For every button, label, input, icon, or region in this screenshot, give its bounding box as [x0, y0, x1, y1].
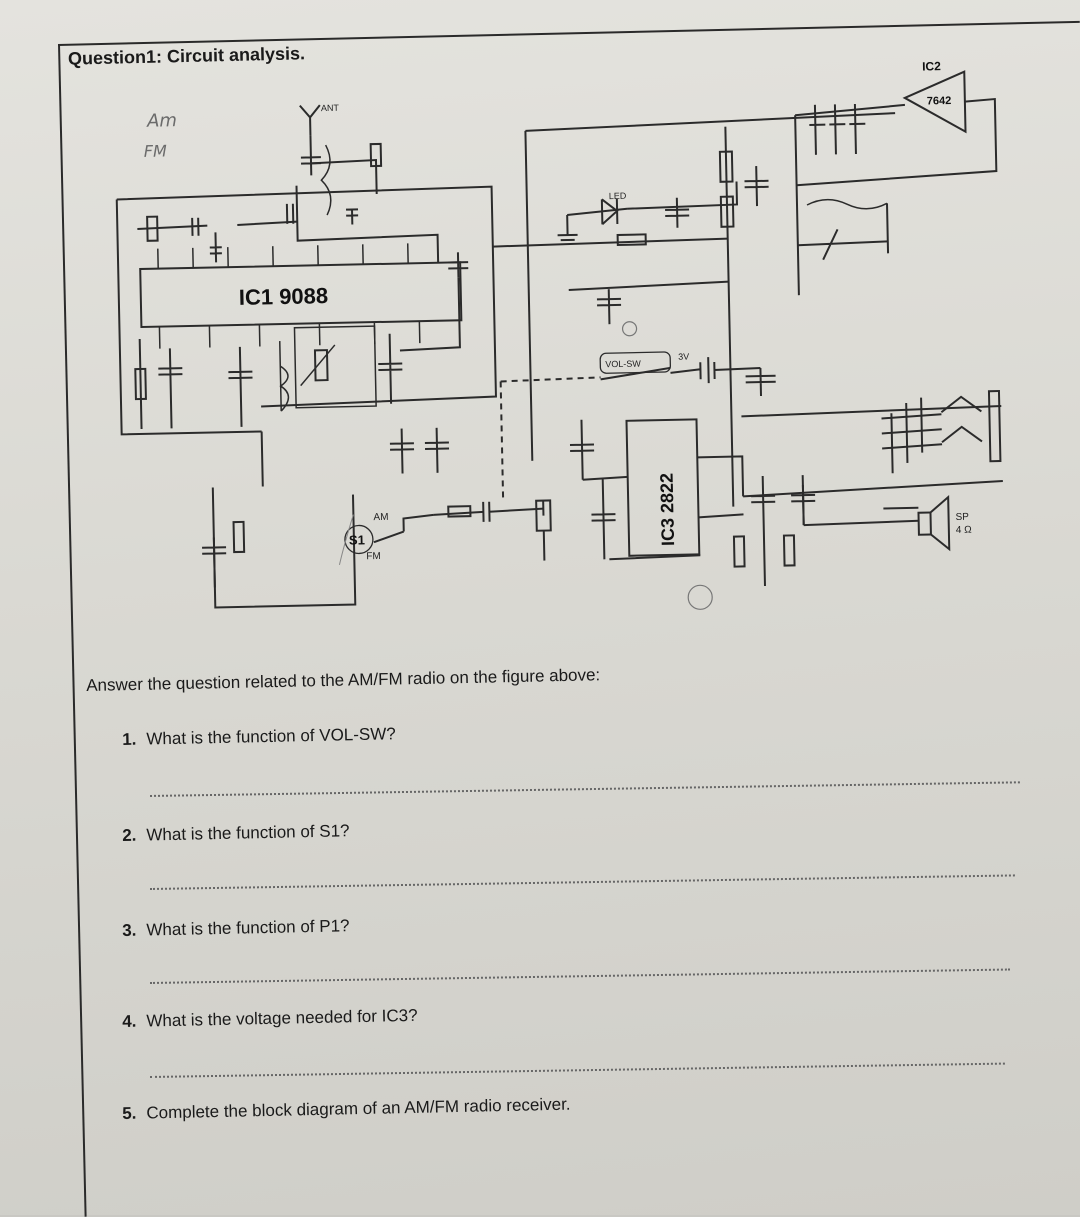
ic1-label: IC1 9088	[239, 283, 329, 310]
headphone-jack	[881, 391, 1001, 473]
circuit-schematic: Am FM ANT IC1 9088	[100, 60, 1040, 640]
antenna-label: ANT	[321, 103, 340, 113]
handwritten-fm: FM	[144, 141, 168, 160]
question-4-number: 4.	[122, 1012, 137, 1031]
led-indicator: LED	[567, 191, 628, 225]
speaker-label: SP	[955, 512, 969, 523]
handwritten-am: Am	[146, 110, 177, 132]
question-5-number: 5.	[122, 1104, 137, 1123]
question-2-number: 2.	[122, 826, 137, 845]
question-1-text: What is the function of VOL-SW?	[146, 724, 396, 748]
vol-sw-switch: VOL-SW 3V	[600, 350, 761, 385]
speaker-ohm: 4 Ω	[956, 525, 973, 536]
antenna-symbol: ANT	[300, 103, 340, 136]
question-3-text: What is the function of P1?	[146, 916, 350, 939]
question-2-text: What is the function of S1?	[146, 821, 350, 844]
schematic-rotation: Am FM ANT IC1 9088	[114, 60, 1005, 621]
s1-fm-label: FM	[366, 551, 381, 562]
ic1-chip: IC1 9088	[140, 242, 462, 349]
speaker-symbol: SP 4 Ω	[918, 497, 972, 550]
ic2-part: 7642	[927, 95, 952, 108]
led-label: LED	[609, 191, 627, 201]
s1-am-label: AM	[373, 512, 388, 523]
s1-label: S1	[349, 532, 365, 547]
ic3-chip: IC3 2822	[626, 419, 699, 555]
question-3-number: 3.	[122, 921, 137, 940]
question-1-number: 1.	[122, 730, 137, 749]
ic2-amplifier: IC2 7642	[904, 60, 966, 133]
ic2-name: IC2	[922, 60, 941, 74]
battery-label: 3V	[678, 352, 689, 362]
switch-s1: S1 AM FM	[344, 511, 434, 563]
vol-sw-label: VOL-SW	[605, 359, 641, 370]
ic3-label: IC3 2822	[657, 473, 679, 546]
